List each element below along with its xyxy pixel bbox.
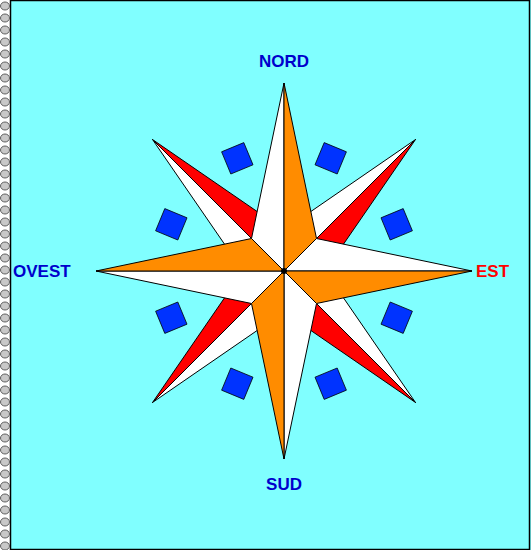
direction-label: NORD	[259, 53, 309, 70]
blue-square	[222, 368, 253, 399]
blue-square	[156, 209, 187, 240]
blue-square	[381, 302, 412, 333]
rose	[96, 83, 472, 459]
center-dot	[281, 268, 287, 274]
blue-square	[222, 143, 253, 174]
background	[10, 0, 531, 550]
cardinal-point	[96, 239, 284, 272]
blue-square	[381, 209, 412, 240]
cardinal-point	[284, 271, 317, 459]
binder-rings	[1, 2, 10, 550]
cardinal-point	[284, 239, 472, 272]
blue-square	[315, 143, 346, 174]
frame	[11, 1, 530, 550]
blue-square	[315, 368, 346, 399]
direction-label: OVEST	[13, 263, 71, 280]
direction-label: SUD	[266, 476, 302, 493]
cardinal-point	[96, 271, 284, 304]
blue-square	[156, 302, 187, 333]
direction-label: EST	[476, 263, 509, 280]
